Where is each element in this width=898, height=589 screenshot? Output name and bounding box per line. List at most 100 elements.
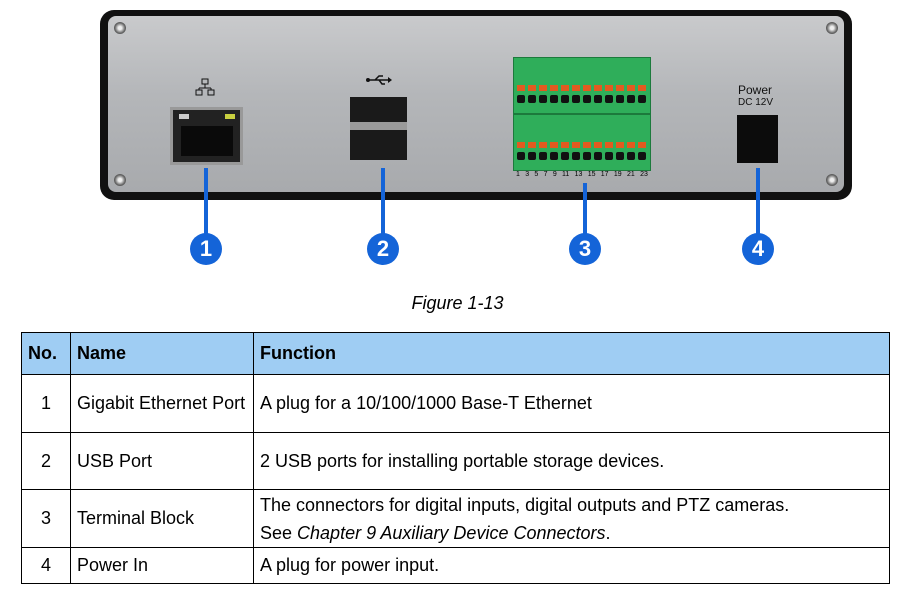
terminal-lever bbox=[550, 85, 558, 91]
terminal-number: 23 bbox=[640, 171, 648, 178]
cell-no: 3 bbox=[21, 489, 71, 548]
callout-2: 2 bbox=[367, 233, 399, 265]
terminal-lever bbox=[638, 142, 646, 148]
terminal-lever bbox=[572, 142, 580, 148]
callout-line bbox=[583, 183, 587, 234]
terminal-lever bbox=[550, 142, 558, 148]
terminal-socket bbox=[561, 95, 569, 103]
terminal-socket bbox=[561, 152, 569, 160]
terminal-lever bbox=[517, 85, 525, 91]
header-no: No. bbox=[21, 332, 71, 375]
callout-line bbox=[204, 168, 208, 234]
screw-icon bbox=[114, 174, 126, 186]
terminal-lever bbox=[539, 142, 547, 148]
terminal-lever bbox=[583, 85, 591, 91]
terminal-lever bbox=[627, 142, 635, 148]
usb-ports bbox=[350, 97, 407, 160]
terminal-number: 3 bbox=[525, 171, 530, 178]
cell-name: USB Port bbox=[70, 432, 254, 490]
terminal-lever bbox=[616, 142, 624, 148]
terminal-lever bbox=[528, 85, 536, 91]
cell-no: 2 bbox=[21, 432, 71, 490]
ref-prefix: See bbox=[260, 522, 298, 543]
terminal-number: 17 bbox=[600, 171, 609, 178]
cell-function: The connectors for digital inputs, digit… bbox=[253, 489, 890, 548]
callout-3: 3 bbox=[569, 233, 601, 265]
cell-name: Gigabit Ethernet Port bbox=[70, 374, 254, 433]
terminal-socket bbox=[638, 152, 646, 160]
terminal-lever bbox=[528, 142, 536, 148]
terminal-socket bbox=[638, 95, 646, 103]
cell-function: 2 USB ports for installing portable stor… bbox=[253, 432, 890, 490]
screw-icon bbox=[114, 22, 126, 34]
callout-1: 1 bbox=[190, 233, 222, 265]
terminal-number: 21 bbox=[626, 171, 635, 178]
terminal-number: 19 bbox=[613, 171, 622, 178]
usb-icon bbox=[366, 75, 392, 85]
terminal-socket bbox=[550, 152, 558, 160]
ref-suffix: . bbox=[605, 522, 611, 543]
cell-no: 4 bbox=[21, 547, 71, 584]
terminal-socket bbox=[605, 95, 613, 103]
terminal-lever bbox=[616, 85, 624, 91]
table-row: 4 Power In A plug for power input. bbox=[21, 547, 890, 584]
terminal-lever bbox=[539, 85, 547, 91]
callout-line bbox=[381, 168, 385, 234]
terminal-socket bbox=[528, 152, 536, 160]
terminal-number: 1 bbox=[516, 171, 520, 178]
power-label: Power bbox=[738, 83, 773, 97]
cell-function: A plug for power input. bbox=[253, 547, 890, 584]
terminal-number: 13 bbox=[574, 171, 583, 178]
terminal-socket bbox=[517, 95, 525, 103]
ethernet-port bbox=[170, 107, 243, 165]
terminal-lever bbox=[594, 142, 602, 148]
chapter-reference: Chapter 9 Auxiliary Device Connectors bbox=[297, 522, 606, 543]
header-function: Function bbox=[253, 332, 890, 375]
cell-no: 1 bbox=[21, 374, 71, 433]
screw-icon bbox=[826, 174, 838, 186]
terminal-lever bbox=[561, 85, 569, 91]
header-name: Name bbox=[70, 332, 254, 375]
cell-name: Terminal Block bbox=[70, 489, 254, 548]
terminal-socket bbox=[583, 95, 591, 103]
terminal-socket bbox=[572, 95, 580, 103]
figure-caption: Figure 1-13 bbox=[411, 293, 504, 313]
terminal-socket bbox=[528, 95, 536, 103]
terminal-socket bbox=[539, 95, 547, 103]
terminal-socket bbox=[517, 152, 525, 160]
terminal-lever bbox=[572, 85, 580, 91]
terminal-socket bbox=[627, 152, 635, 160]
terminal-lever bbox=[627, 85, 635, 91]
table-row: 1 Gigabit Ethernet Port A plug for a 10/… bbox=[21, 374, 890, 433]
terminal-number: 5 bbox=[534, 171, 539, 178]
table-row: 2 USB Port 2 USB ports for installing po… bbox=[21, 432, 890, 490]
terminal-lever bbox=[561, 142, 569, 148]
terminal-lever bbox=[638, 85, 646, 91]
port-table: No. Name Function 1 Gigabit Ethernet Por… bbox=[21, 332, 890, 584]
terminal-lever bbox=[605, 142, 613, 148]
terminal-number: 9 bbox=[552, 171, 557, 178]
callout-4: 4 bbox=[742, 233, 774, 265]
terminal-lever bbox=[583, 142, 591, 148]
terminal-socket bbox=[583, 152, 591, 160]
terminal-number: 15 bbox=[587, 171, 596, 178]
terminal-socket bbox=[605, 152, 613, 160]
terminal-lever bbox=[517, 142, 525, 148]
cell-name: Power In bbox=[70, 547, 254, 584]
terminal-number: 11 bbox=[562, 171, 570, 178]
power-jack bbox=[737, 115, 778, 163]
device-panel bbox=[108, 16, 844, 192]
terminal-socket bbox=[572, 152, 580, 160]
cell-function: A plug for a 10/100/1000 Base-T Ethernet bbox=[253, 374, 890, 433]
terminal-socket bbox=[539, 152, 547, 160]
terminal-socket bbox=[616, 95, 624, 103]
table-header-row: No. Name Function bbox=[21, 332, 890, 375]
network-icon bbox=[195, 78, 215, 96]
terminal-socket bbox=[594, 152, 602, 160]
terminal-socket bbox=[550, 95, 558, 103]
terminal-number: 7 bbox=[543, 171, 548, 178]
terminal-lever bbox=[594, 85, 602, 91]
table-row: 3 Terminal Block The connectors for digi… bbox=[21, 489, 890, 548]
terminal-socket bbox=[627, 95, 635, 103]
